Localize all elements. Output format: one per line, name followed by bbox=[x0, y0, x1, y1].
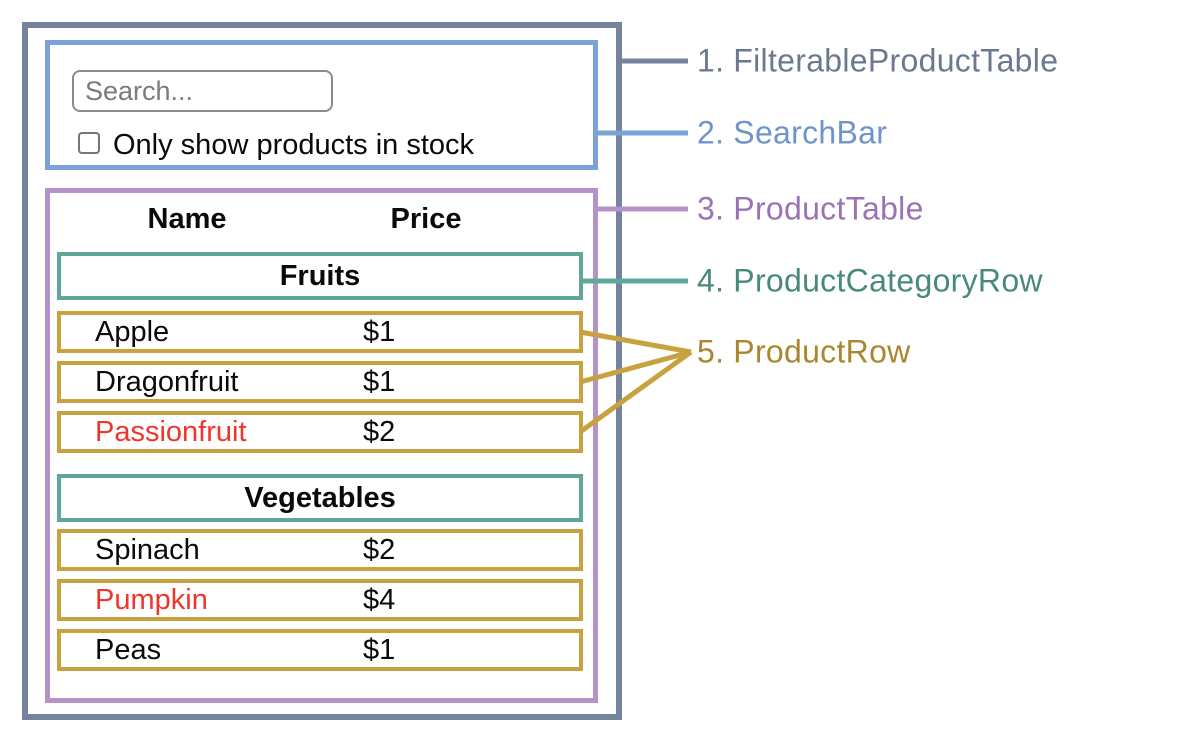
legend-label: ProductTable bbox=[733, 190, 924, 227]
product-price: $1 bbox=[363, 316, 396, 348]
legend-label: ProductCategoryRow bbox=[733, 262, 1043, 299]
category-row-vegetables: Vegetables bbox=[57, 474, 583, 522]
legend-label: FilterableProductTable bbox=[733, 42, 1059, 79]
product-name: Dragonfruit bbox=[95, 366, 239, 398]
legend-search-bar: 2.SearchBar bbox=[697, 115, 887, 152]
category-label: Fruits bbox=[279, 259, 361, 292]
product-name: Peas bbox=[95, 634, 162, 666]
legend-number: 5. bbox=[697, 333, 725, 370]
name-column-header: Name bbox=[147, 203, 227, 235]
product-row-pumpkin: Pumpkin $4 bbox=[57, 579, 583, 621]
table-header-row: Name Price bbox=[57, 203, 583, 236]
legend-product-table: 3.ProductTable bbox=[697, 191, 924, 228]
product-name: Apple bbox=[95, 316, 170, 348]
product-name: Spinach bbox=[95, 534, 200, 566]
category-label: Vegetables bbox=[244, 481, 396, 514]
price-column-header: Price bbox=[390, 203, 462, 235]
legend-label: ProductRow bbox=[733, 333, 911, 370]
product-row-dragonfruit: Dragonfruit $1 bbox=[57, 361, 583, 403]
product-price: $2 bbox=[363, 534, 396, 566]
search-input[interactable] bbox=[72, 70, 333, 112]
product-row-apple: Apple $1 bbox=[57, 311, 583, 353]
legend-product-row: 5.ProductRow bbox=[697, 334, 911, 371]
legend-filterable-product-table: 1.FilterableProductTable bbox=[697, 43, 1058, 80]
product-row-spinach: Spinach $2 bbox=[57, 529, 583, 571]
legend-number: 2. bbox=[697, 114, 725, 151]
legend-number: 3. bbox=[697, 190, 725, 227]
product-name: Pumpkin bbox=[95, 584, 208, 616]
in-stock-checkbox-label: Only show products in stock bbox=[113, 129, 475, 161]
category-row-fruits: Fruits bbox=[57, 252, 583, 300]
legend-number: 1. bbox=[697, 42, 725, 79]
legend-number: 4. bbox=[697, 262, 725, 299]
product-row-peas: Peas $1 bbox=[57, 629, 583, 671]
product-row-passionfruit: Passionfruit $2 bbox=[57, 411, 583, 453]
product-price: $2 bbox=[363, 416, 396, 448]
in-stock-checkbox[interactable] bbox=[78, 132, 100, 154]
product-price: $1 bbox=[363, 634, 396, 666]
product-price: $4 bbox=[363, 584, 396, 616]
product-price: $1 bbox=[363, 366, 396, 398]
legend-label: SearchBar bbox=[733, 114, 888, 151]
product-name: Passionfruit bbox=[95, 416, 247, 448]
legend-product-category-row: 4.ProductCategoryRow bbox=[697, 263, 1043, 300]
